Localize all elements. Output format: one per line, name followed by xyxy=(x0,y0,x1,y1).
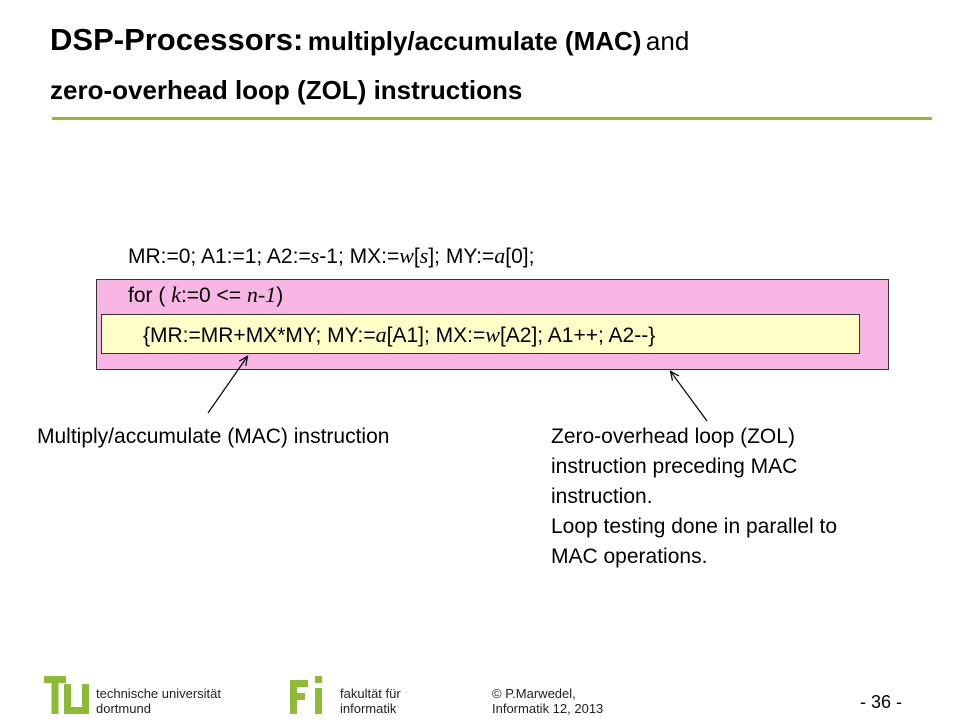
code-text: [A1]; MX:= xyxy=(386,324,486,347)
code-text: -1; MX:= xyxy=(319,245,400,268)
code-line-mac: {MR:=MR+MX*MY; MY:=a[A1]; MX:=w[A2]; A1+… xyxy=(143,322,655,348)
tu-name-line1: technische universität xyxy=(96,686,222,701)
code-text: MR:=0; A1:=1; A2:= xyxy=(128,245,311,268)
zol-annotation: Zero-overhead loop (ZOL) instruction pre… xyxy=(551,422,837,572)
copyright: © P.Marwedel, Informatik 12, 2013 xyxy=(492,686,603,716)
code-line-init: MR:=0; A1:=1; A2:=s-1; MX:=w[s]; MY:=a[0… xyxy=(128,243,534,269)
zol-arrow xyxy=(671,372,708,422)
code-variable: n-1 xyxy=(246,282,277,307)
mac-arrow xyxy=(207,357,247,414)
code-text: ) xyxy=(276,284,284,307)
title-and: and xyxy=(645,26,690,56)
code-variable: w xyxy=(485,322,500,347)
faculty-name: fakultät für informatik xyxy=(340,686,401,716)
code-text: :=0 <= xyxy=(180,284,247,307)
mac-annotation: Multiply/accumulate (MAC) instruction xyxy=(37,425,390,448)
zol-annotation-line: instruction. xyxy=(551,485,653,508)
mac-instruction-box xyxy=(101,314,860,354)
code-text: [ xyxy=(413,245,420,268)
code-text: {MR:=MR+MX*MY; MY:= xyxy=(143,324,376,347)
code-variable: w xyxy=(399,243,414,268)
faculty-name-line1: fakultät für xyxy=(340,686,401,701)
tu-logo xyxy=(44,676,89,714)
zol-annotation-line: Zero-overhead loop (ZOL) xyxy=(551,425,795,448)
slide-title: DSP-Processors: multiply/accumulate (MAC… xyxy=(50,18,930,117)
code-variable: s xyxy=(419,243,429,268)
zol-annotation-line: Loop testing done in parallel to xyxy=(551,515,838,538)
zol-annotation-line: MAC operations. xyxy=(551,545,708,568)
code-variable: a xyxy=(494,243,506,268)
code-variable: s xyxy=(310,243,320,268)
zol-annotation-line: instruction preceding MAC xyxy=(551,455,798,478)
tu-name: technische universität dortmund xyxy=(96,686,221,716)
page-number: - 36 - xyxy=(860,692,903,712)
code-text: [0]; xyxy=(505,245,535,268)
code-text: ]; MY:= xyxy=(428,245,495,268)
copyright-line2: Informatik 12, 2013 xyxy=(492,701,604,716)
code-text: for ( xyxy=(128,284,172,307)
copyright-line1: © P.Marwedel, xyxy=(492,686,576,701)
title-part1: multiply/accumulate (MAC) xyxy=(307,26,642,56)
tu-name-line2: dortmund xyxy=(96,701,151,716)
code-text: [A2]; A1++; A2--} xyxy=(499,324,656,347)
code-variable: k xyxy=(171,282,181,307)
title-main: DSP-Processors: xyxy=(50,22,304,57)
fi-logo xyxy=(290,676,322,714)
code-variable: a xyxy=(375,322,387,347)
title-part2: zero-overhead loop (ZOL) instructions xyxy=(50,75,523,105)
faculty-name-line2: informatik xyxy=(340,701,397,716)
title-divider xyxy=(52,117,932,120)
code-line-for: for ( k:=0 <= n-1) xyxy=(128,282,283,308)
